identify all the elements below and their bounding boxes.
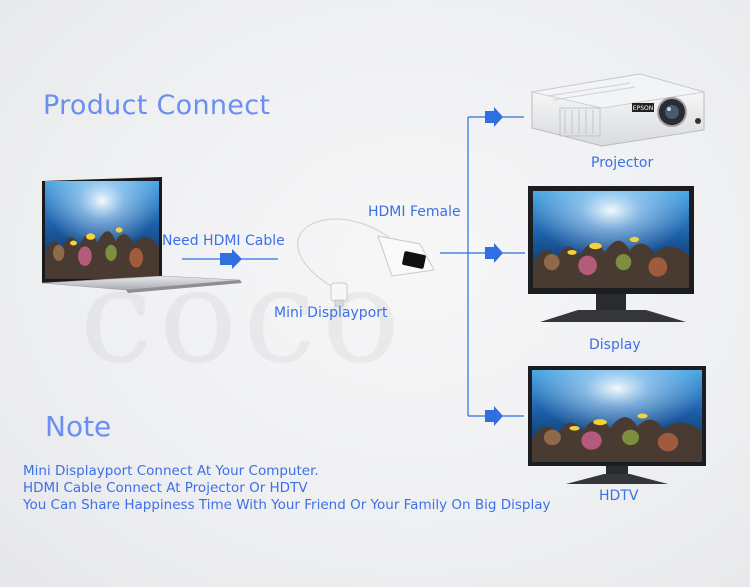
note-title: Note	[45, 410, 112, 443]
need-hdmi-cable-label: Need HDMI Cable	[162, 233, 285, 249]
projector-brand: EPSON	[633, 105, 653, 112]
note-line: You Can Share Happiness Time With Your F…	[23, 497, 551, 513]
projector-label: Projector	[591, 155, 654, 171]
hdtv-label: HDTV	[599, 488, 639, 504]
mini-displayport-label: Mini Displayport	[274, 305, 388, 321]
note-line: Mini Displayport Connect At Your Compute…	[23, 463, 319, 479]
hdmi-female-label: HDMI Female	[368, 204, 461, 220]
mini-displayport-adapter	[295, 216, 435, 307]
page-title: Product Connect	[43, 90, 271, 121]
note-line: HDMI Cable Connect At Projector Or HDTV	[23, 480, 308, 496]
display-label: Display	[589, 337, 641, 353]
hdtv	[528, 366, 706, 484]
connection-arrows	[182, 107, 525, 426]
projector: EPSON	[531, 73, 705, 147]
laptop	[41, 177, 242, 293]
display-monitor	[528, 186, 694, 322]
